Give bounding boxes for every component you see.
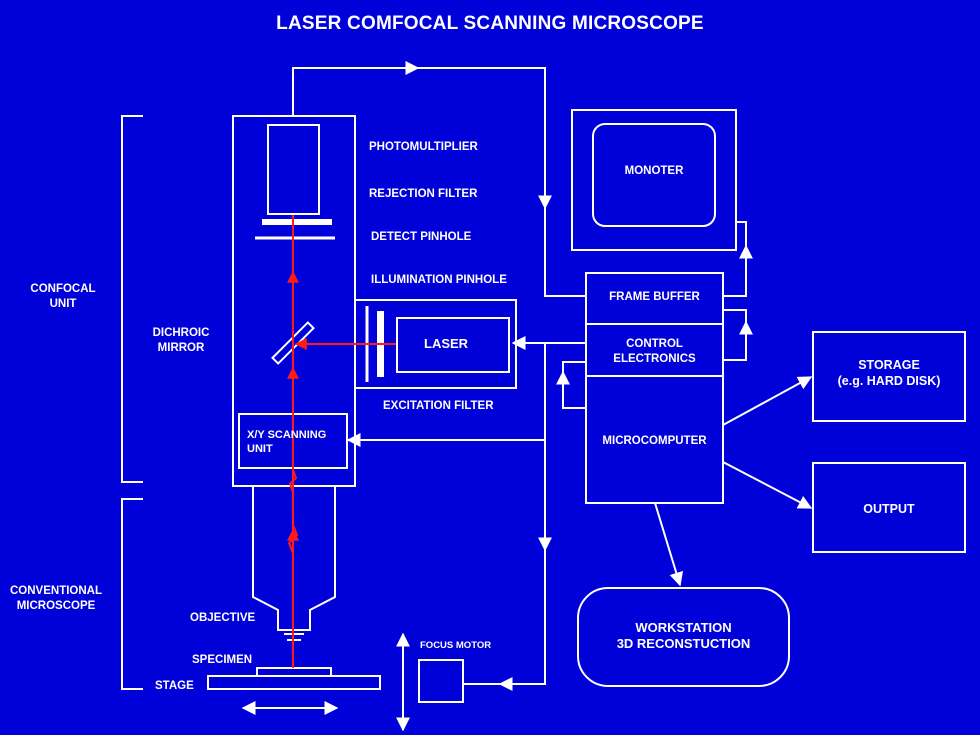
objective-label: OBJECTIVE [190,612,256,624]
output-label: OUTPUT [863,502,915,516]
stage-label: STAGE [155,680,194,692]
scanning-wire [464,343,546,685]
storage-label: STORAGE (e.g. HARD DISK) [837,358,941,388]
detect-pinhole-label: DETECT PINHOLE [371,231,472,243]
excitation-filter-label: EXCITATION FILTER [383,400,494,412]
to-output-arrow [722,461,813,509]
conventional-bracket [121,498,143,690]
microcomputer-box [585,375,724,504]
workstation-box [577,587,790,687]
conventional-microscope-label: CONVENTIONAL MICROSCOPE [10,585,102,612]
specimen [256,667,332,677]
focus-motor-box [418,659,464,703]
to-storage-arrow [722,376,813,426]
dichroic-mirror-label: DICHROIC MIRROR [152,327,210,354]
laser-box [396,317,510,373]
workstation-label: WORKSTATION 3D RECONSTUCTION [616,620,751,651]
confocal-bracket [121,115,143,483]
control-electronics-label: CONTROL ELECTRONICS [613,338,696,365]
confocal-unit-label: CONFOCAL UNIT [30,283,96,310]
microcomputer-label: MICROCOMPUTER [602,435,707,447]
monitor-label: MONOTER [624,165,684,177]
storage-box [812,331,966,422]
laser-label: LASER [424,336,469,351]
photomultiplier-to-framebuffer-wire [292,67,586,297]
specimen-label: SPECIMEN [192,654,253,666]
to-workstation-arrow [654,502,684,587]
framebuffer-control-loop [723,309,747,361]
output-box [812,462,966,553]
rejection-filter-bar [262,219,332,225]
monitor-outer [571,109,737,251]
focus-motor-label: FOCUS MOTOR [420,640,492,651]
monitor-screen [592,123,716,227]
framebuffer-monitor-wire [723,221,747,297]
photomultiplier-label: PHOTOMULTIPLIER [369,141,478,153]
laser-beam [287,215,396,668]
photomultiplier-box [267,124,320,215]
control-microcomputer-loop [562,361,586,409]
rejection-filter-label: REJECTION FILTER [369,188,478,200]
stage-plate [207,675,381,690]
frame-buffer-label: FRAME BUFFER [609,291,700,303]
illumination-pinhole-label: ILLUMINATION PINHOLE [371,274,507,286]
page-title: LASER COMFOCAL SCANNING MICROSCOPE [276,13,704,34]
xy-scanning-label: X/Y SCANNING UNIT [247,429,327,455]
